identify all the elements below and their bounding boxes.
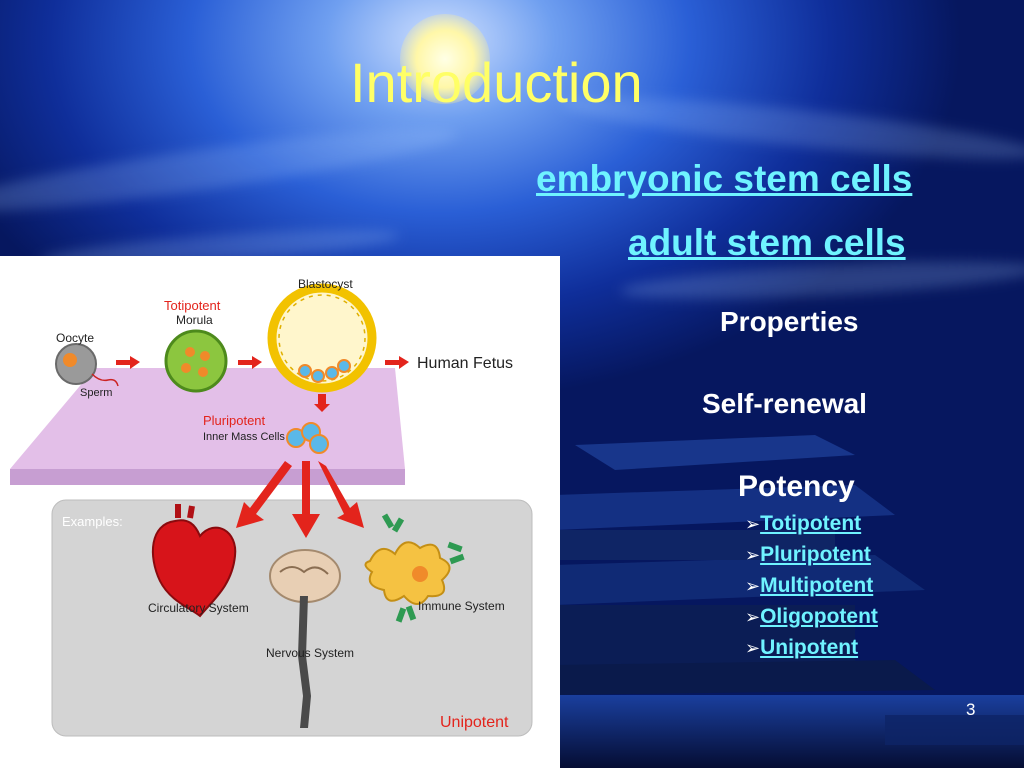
examples-panel [51, 499, 533, 737]
arrow-bullet-icon: ➢ [745, 576, 761, 596]
heart-icon [151, 504, 237, 618]
list-item: ➢Oligopotent [745, 603, 878, 634]
sperm-label: Sperm [80, 387, 112, 399]
circulatory-label: Circulatory System [148, 601, 249, 615]
immune-label: Immune System [418, 599, 505, 613]
morula-label: Morula [176, 313, 213, 327]
stem-cell-diagram: Oocyte Sperm Totipotent Morula Blastoc [0, 256, 560, 768]
immune-cell-icon [364, 513, 465, 623]
self-renewal-text: Self-renewal [702, 388, 867, 419]
arrow-icon [236, 461, 364, 538]
arrow-bullet-icon: ➢ [745, 514, 761, 534]
list-item: ➢Totipotent [745, 510, 878, 541]
potency-heading: Potency [738, 470, 855, 503]
pluripotent-link[interactable]: Pluripotent [760, 543, 871, 566]
pluripotent-label: Pluripotent [203, 413, 266, 428]
arrow-bullet-icon: ➢ [745, 607, 761, 627]
list-item: ➢Multipotent [745, 572, 878, 603]
potency-list: ➢Totipotent ➢Pluripotent ➢Multipotent ➢O… [745, 510, 878, 665]
platform-top [10, 368, 405, 469]
temple-silhouette [555, 435, 1024, 768]
oocyte-label: Oocyte [56, 331, 94, 345]
inner-mass-label: Inner Mass Cells [203, 431, 285, 443]
arrow-bullet-icon: ➢ [745, 545, 761, 565]
multipotent-link[interactable]: Multipotent [760, 574, 874, 597]
arrow-bullet-icon: ➢ [745, 638, 761, 658]
moon-graphic [400, 14, 490, 104]
human-fetus-label: Human Fetus [417, 355, 513, 372]
oligopotent-link[interactable]: Oligopotent [760, 605, 878, 628]
brain-icon [269, 549, 341, 728]
totipotent-label: Totipotent [164, 298, 221, 313]
examples-label: Examples: [62, 514, 123, 529]
page-number: 3 [966, 700, 976, 719]
slide-title: Introduction [350, 51, 643, 114]
totipotent-link[interactable]: Totipotent [760, 512, 862, 535]
embryonic-stem-cells-link[interactable]: embryonic stem cells [536, 158, 913, 199]
unipotent-link[interactable]: Unipotent [760, 636, 859, 659]
oocyte-cell [55, 343, 119, 387]
list-item: ➢Pluripotent [745, 541, 878, 572]
inner-mass-cells [286, 422, 329, 454]
platform-edge [10, 469, 405, 485]
nervous-label: Nervous System [266, 646, 354, 660]
blastocyst-label: Blastocyst [298, 277, 353, 291]
morula-cell [164, 329, 228, 393]
sky-streak [0, 114, 461, 226]
adult-stem-cells-link[interactable]: adult stem cells [628, 222, 906, 263]
unipotent-label: Unipotent [440, 714, 509, 731]
list-item: ➢Unipotent [745, 634, 878, 665]
properties-heading: Properties [720, 306, 859, 337]
arrow-icon [314, 394, 330, 412]
blastocyst-cell [267, 283, 377, 393]
arrow-icon [116, 356, 409, 369]
